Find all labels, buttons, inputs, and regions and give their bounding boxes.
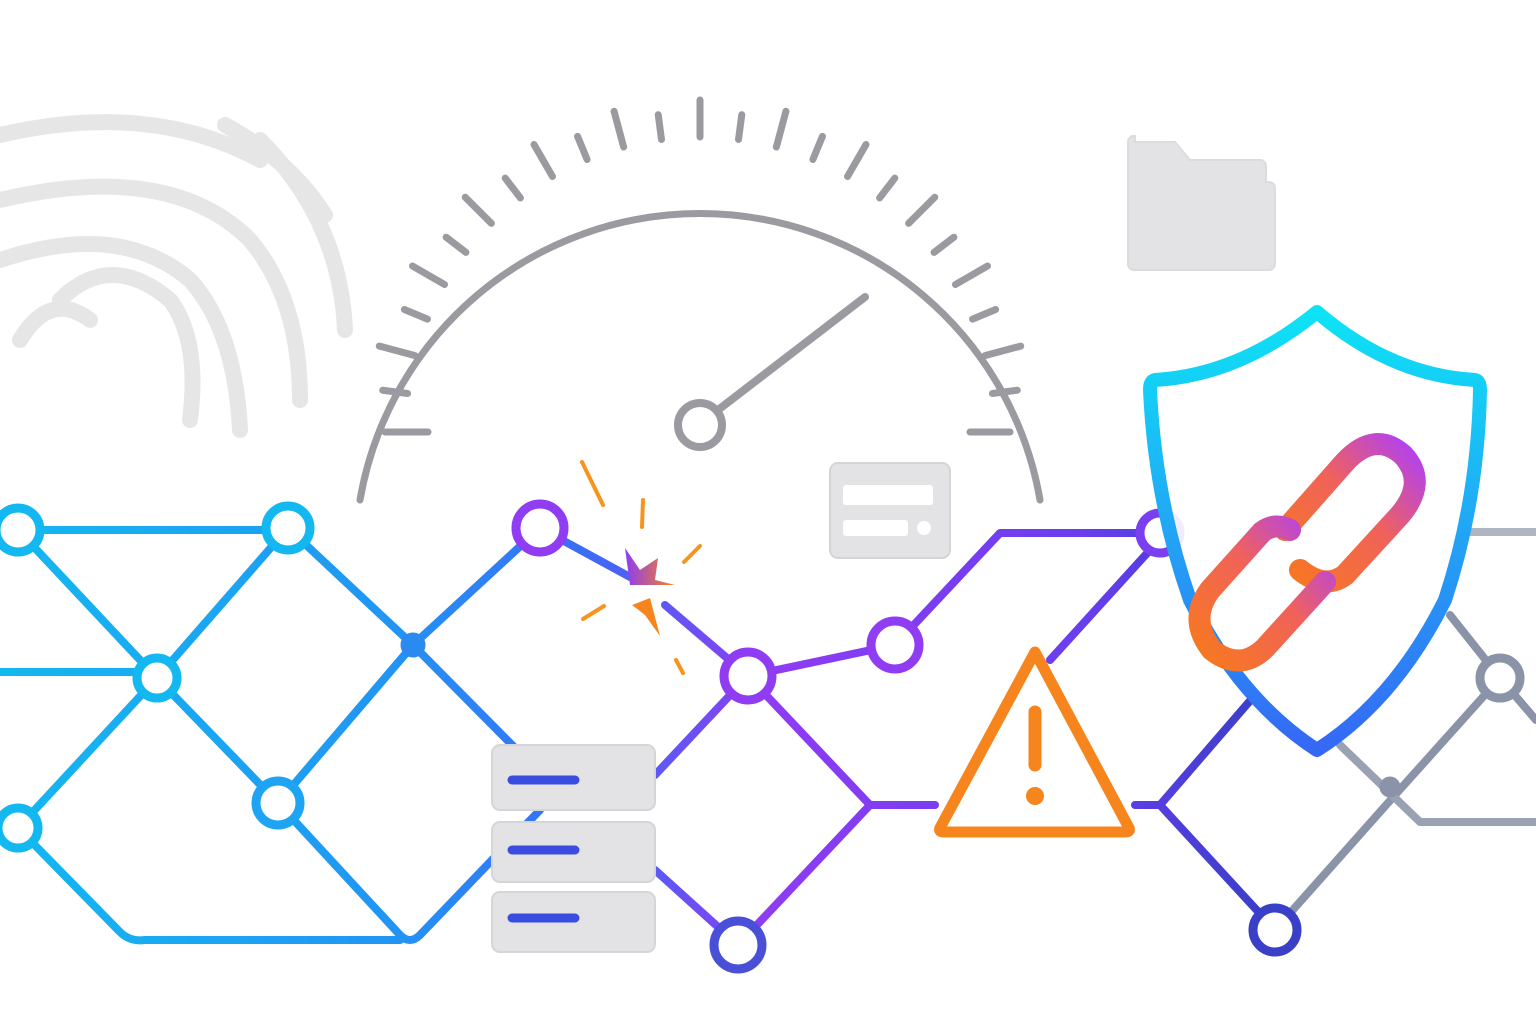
gauge-tick: [981, 342, 1025, 360]
gauge-needle: [714, 293, 869, 414]
gauge-tick: [461, 193, 495, 227]
gauge-tick: [610, 107, 628, 151]
network-node-icon: [1475, 653, 1525, 703]
gauge-tick: [772, 107, 790, 151]
gauge-tick: [501, 174, 524, 202]
server-stack-icon: [491, 744, 656, 953]
network-node-icon: [511, 499, 569, 557]
gauge-tick: [735, 111, 746, 144]
network-node-icon: [719, 647, 777, 705]
network-node-icon: [1379, 776, 1401, 798]
id-card-icon: [829, 462, 951, 559]
network-node-icon: [1248, 903, 1302, 957]
gauge-tick: [951, 262, 992, 288]
gauge-tick: [408, 262, 449, 288]
gauge-tick: [530, 140, 556, 181]
gauge-tick: [969, 306, 1000, 323]
gauge-tick: [400, 306, 431, 323]
folder-icon: [1126, 134, 1276, 271]
network-node-icon: [0, 503, 45, 557]
network-node-icon: [0, 803, 43, 853]
network-node-icon: [132, 653, 182, 703]
gauge-tick: [930, 233, 958, 256]
gauge-tick: [654, 111, 665, 144]
gauge-tick: [375, 342, 419, 360]
gauge-tick: [379, 386, 412, 397]
network-node-icon: [866, 616, 924, 674]
gauge-tick: [574, 132, 591, 163]
warning-triangle-icon: [934, 646, 1135, 838]
network-node-icon: [400, 632, 426, 658]
network-nodes: [0, 499, 1525, 974]
network-node-icon: [709, 916, 767, 974]
gauge-tick: [876, 174, 899, 202]
speedometer-gauge-icon: [356, 96, 1044, 504]
fingerprint-icon: [0, 114, 353, 438]
gauge-tick: [988, 386, 1021, 397]
gauge-tick: [844, 140, 870, 181]
chain-link-icon: [1188, 433, 1426, 672]
gauge-tick: [809, 132, 826, 163]
network-node-icon: [261, 501, 315, 555]
gauge-hub: [674, 399, 726, 451]
gauge-tick: [442, 233, 470, 256]
gauge-tick: [905, 193, 939, 227]
shield-icon: [1143, 305, 1487, 757]
network-node-icon: [251, 776, 305, 830]
broken-connection-spark-icon: [580, 460, 702, 675]
